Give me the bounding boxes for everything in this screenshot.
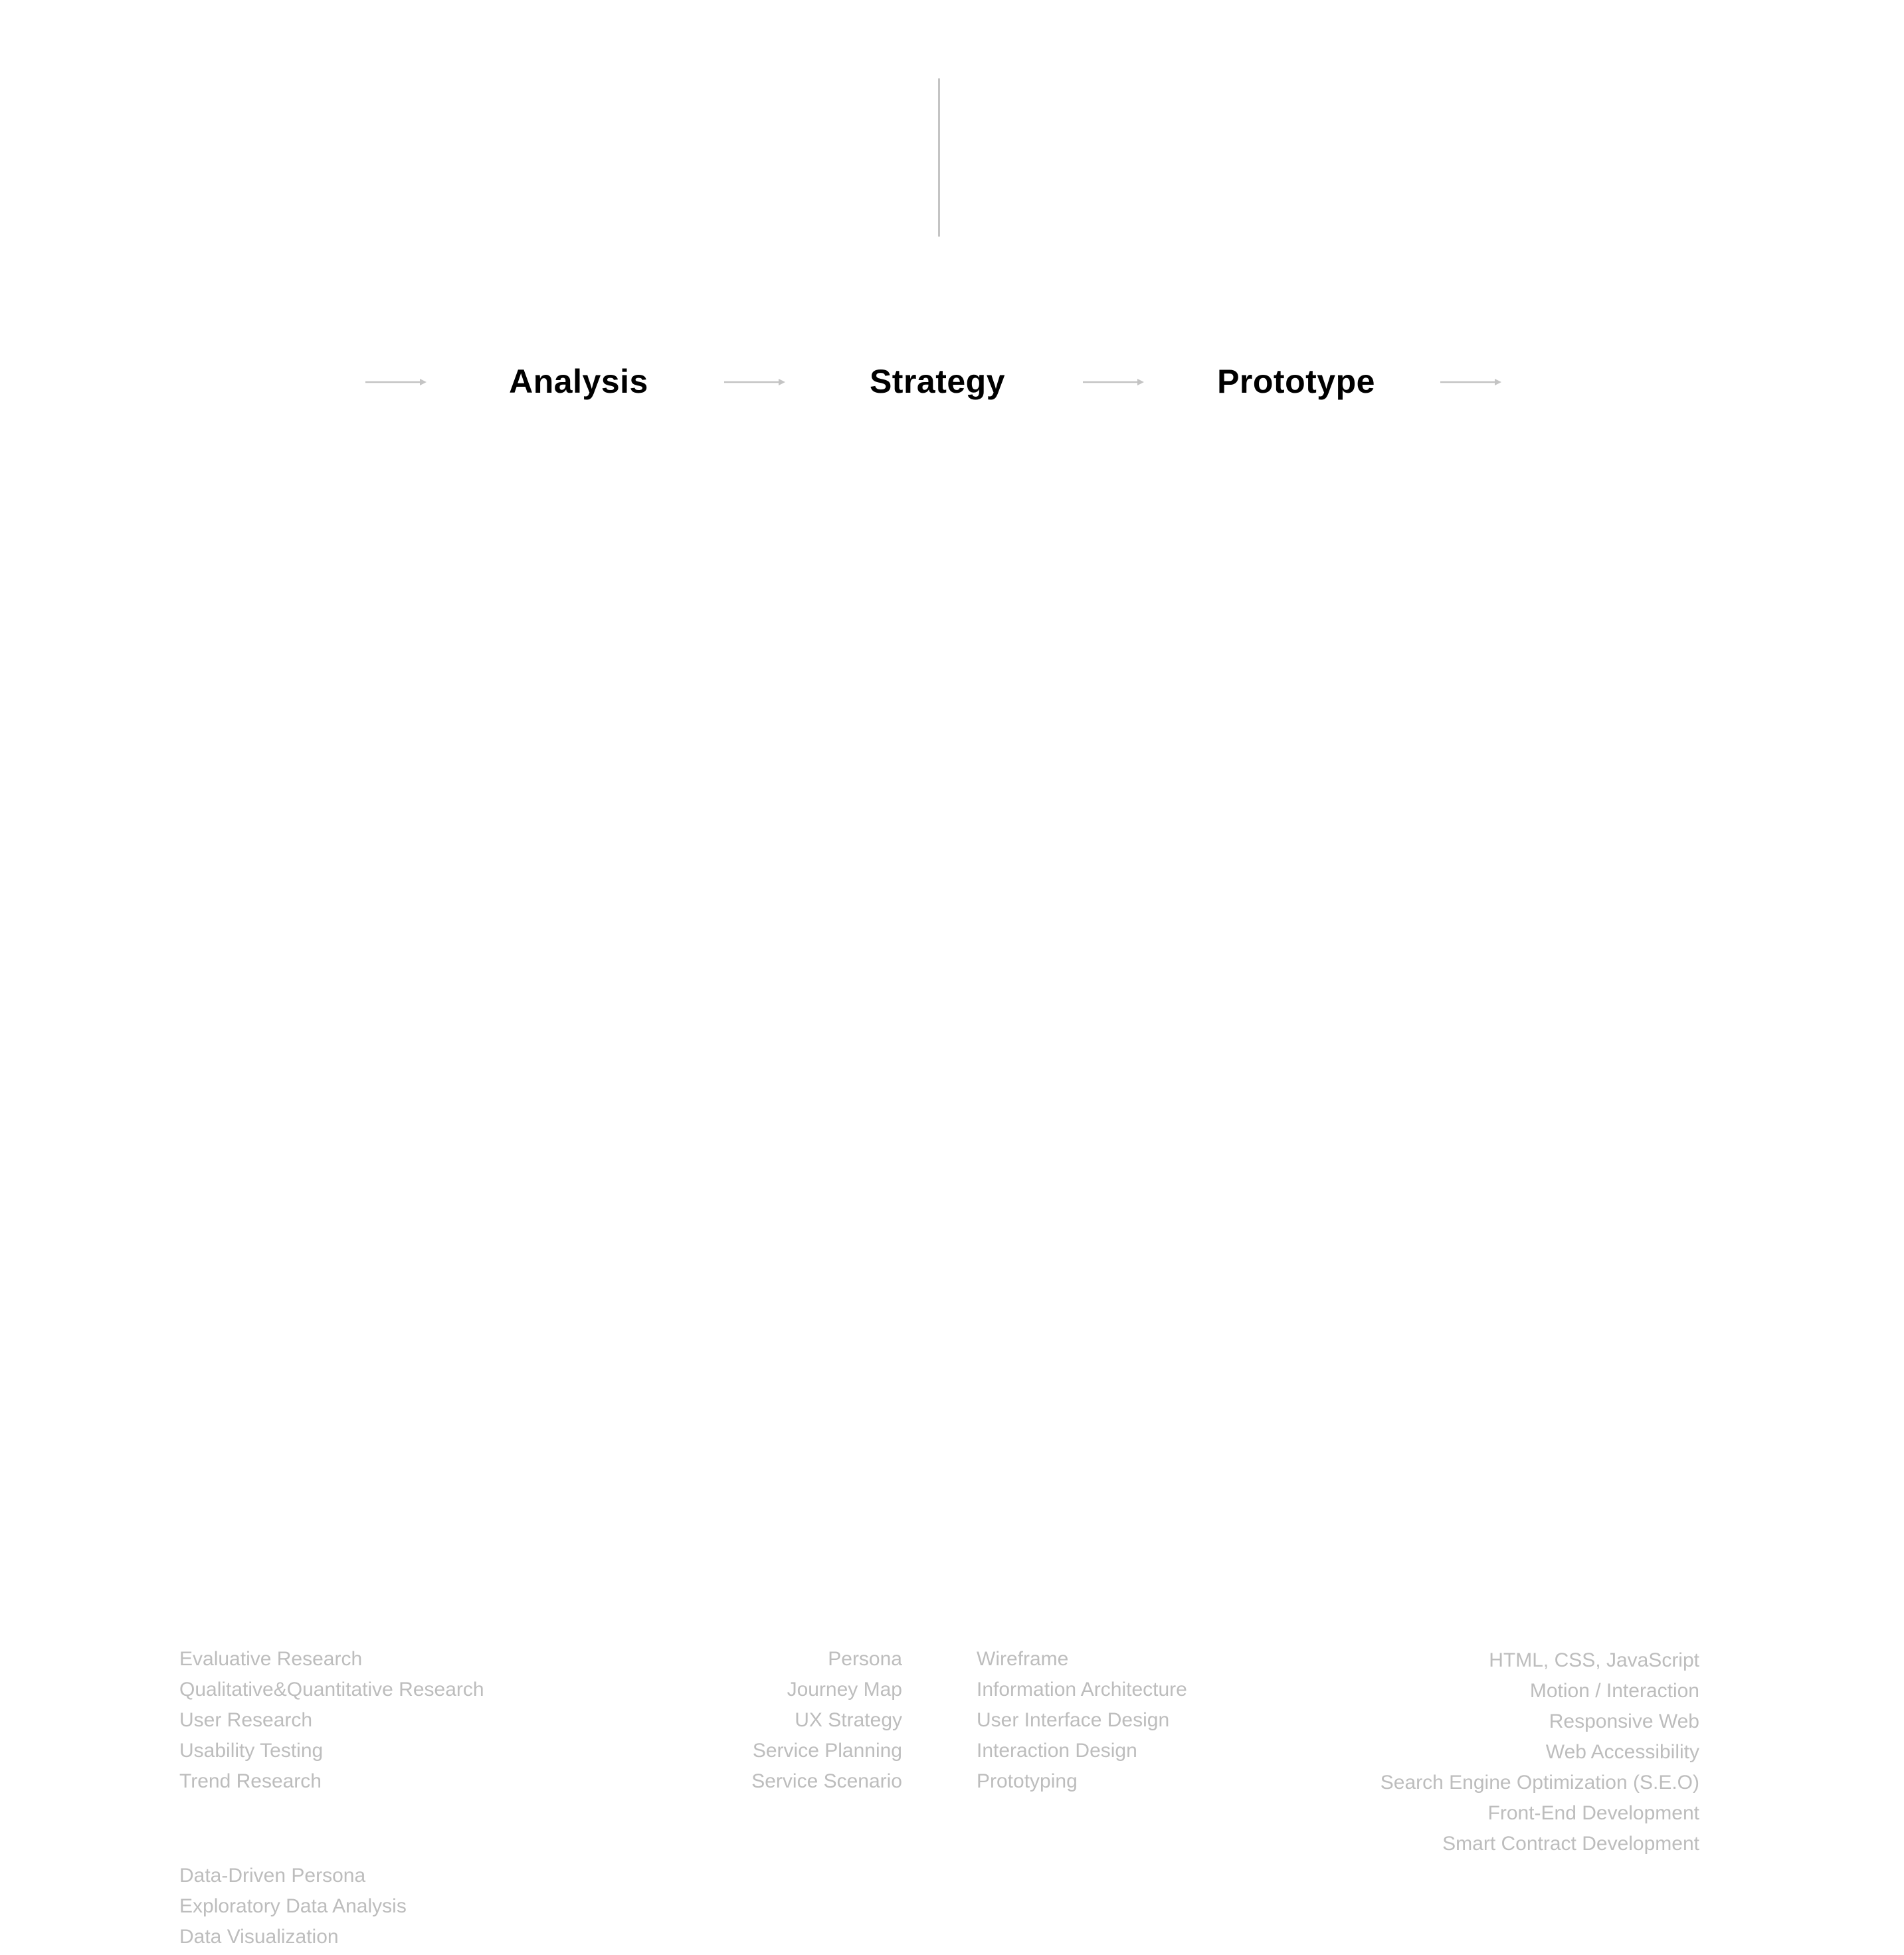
list-item: Information Architecture	[977, 1679, 1187, 1700]
list-item: Web Accessibility	[1545, 1741, 1699, 1763]
stage-title-analysis: Analysis	[509, 363, 648, 400]
arrow-right-icon	[724, 373, 785, 391]
development-skill-list: HTML, CSS, JavaScript Motion / Interacti…	[1380, 1645, 1699, 1859]
list-item: Evaluative Research	[179, 1648, 363, 1670]
data-skill-list: Data-Driven Persona Exploratory Data Ana…	[179, 1861, 407, 1952]
list-item: UX Strategy	[795, 1709, 902, 1731]
stage-title-strategy: Strategy	[869, 363, 1006, 400]
list-item: Service Scenario	[751, 1770, 902, 1792]
list-item: Service Planning	[752, 1740, 902, 1762]
stage-title-prototype: Prototype	[1217, 363, 1375, 400]
list-item: Interaction Design	[977, 1740, 1137, 1762]
arrow-right-icon	[1440, 373, 1501, 391]
list-item: User Interface Design	[977, 1709, 1170, 1731]
list-item: Smart Contract Development	[1442, 1833, 1699, 1855]
list-item: User Research	[179, 1709, 313, 1731]
design-skill-list: Wireframe Information Architecture User …	[977, 1644, 1187, 1797]
list-item: Prototyping	[977, 1770, 1078, 1792]
list-item: Front-End Development	[1487, 1802, 1700, 1824]
list-item: Persona	[828, 1648, 902, 1670]
list-item: Qualitative&Quantitative Research	[179, 1679, 484, 1700]
list-item: Exploratory Data Analysis	[179, 1895, 407, 1917]
list-item: Responsive Web	[1549, 1710, 1699, 1732]
analysis-skill-list: Evaluative Research Qualitative&Quantita…	[179, 1644, 484, 1797]
list-item: Motion / Interaction	[1529, 1680, 1699, 1702]
arrow-right-icon	[1083, 373, 1144, 391]
list-item: HTML, CSS, JavaScript	[1489, 1649, 1699, 1671]
list-item: Data-Driven Persona	[179, 1865, 366, 1887]
list-item: Data Visualization	[179, 1926, 339, 1948]
strategy-skill-list: Persona Journey Map UX Strategy Service …	[751, 1644, 902, 1797]
list-item: Journey Map	[787, 1679, 902, 1700]
list-item: Search Engine Optimization (S.E.O)	[1380, 1772, 1699, 1794]
list-item: Wireframe	[977, 1648, 1069, 1670]
vertical-divider-line	[938, 78, 940, 237]
arrow-right-icon	[365, 373, 427, 391]
list-item: Trend Research	[179, 1770, 322, 1792]
list-item: Usability Testing	[179, 1740, 324, 1762]
